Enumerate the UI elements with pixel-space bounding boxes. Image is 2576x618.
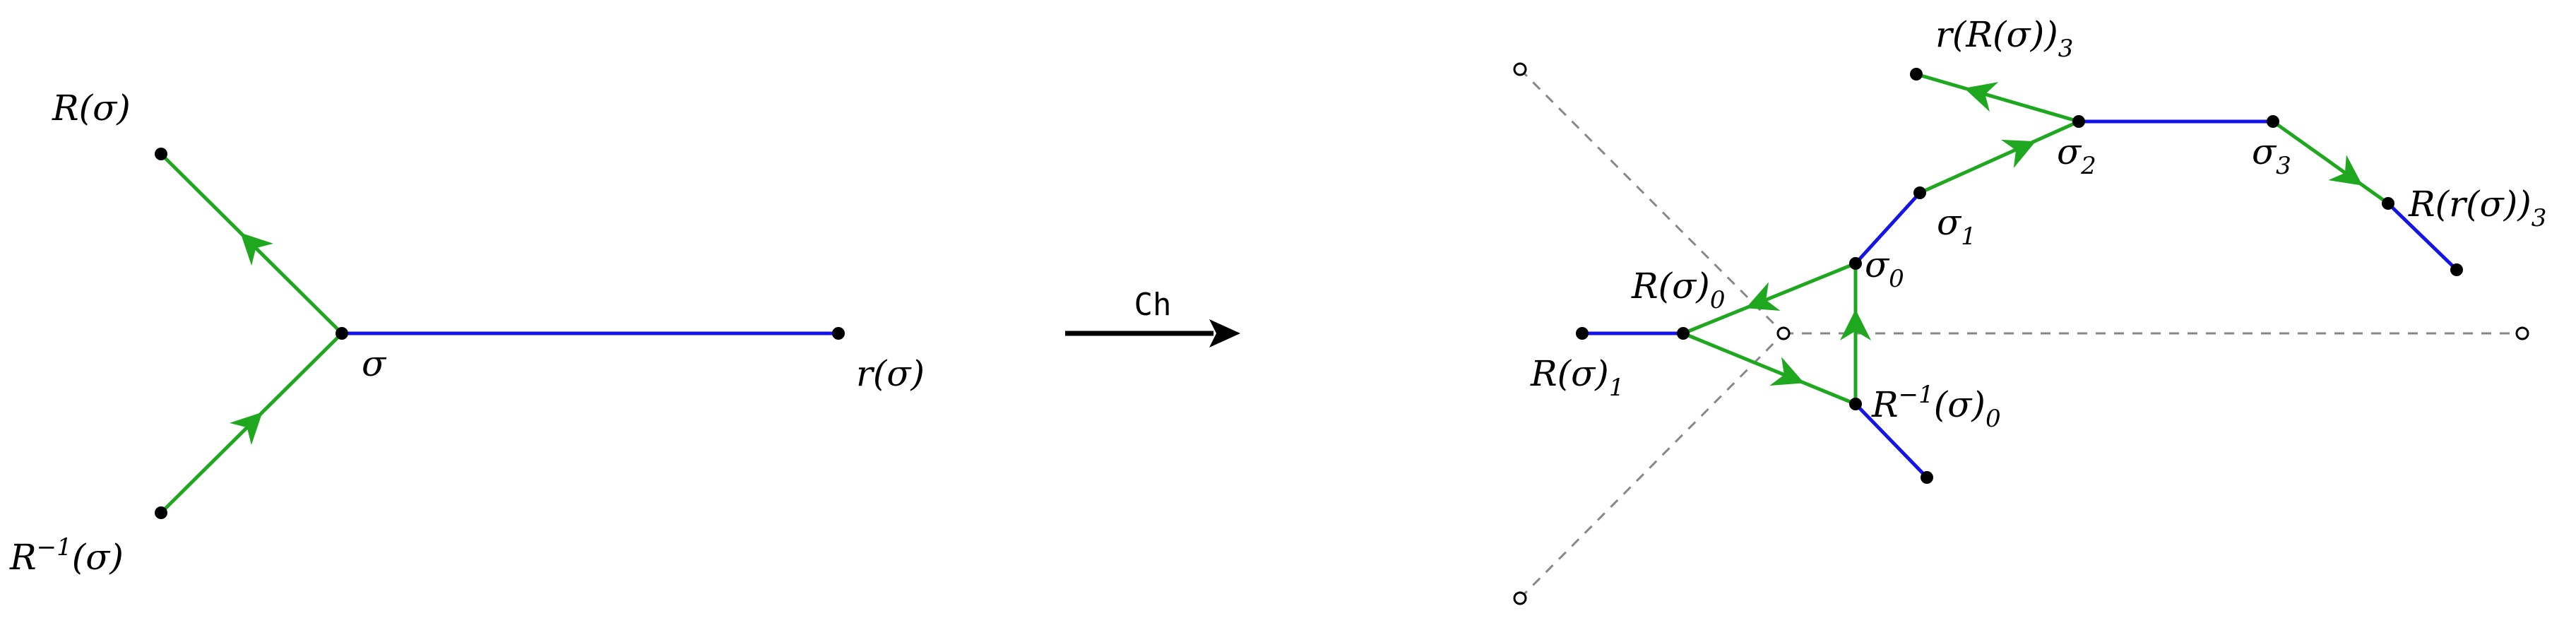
left-green-edge-upper — [160, 153, 343, 335]
label-sigma-3: σ3 — [2252, 131, 2291, 180]
vertex-R-sigma-0 — [1677, 327, 1690, 340]
green-edge-s2-rR3 — [1916, 72, 2079, 124]
left-vertex-sigma — [336, 327, 348, 340]
right-diagram: R(σ)0 R(σ)1 σ0 σ1 σ2 σ3 R−1(σ)0 r(R(σ))3… — [1513, 14, 2546, 605]
left-vertex-R-sigma — [155, 148, 167, 160]
vertex-Rr-tail — [2450, 263, 2463, 276]
green-edge-R0-Rinv0 — [1682, 331, 1856, 406]
left-label-r-sigma: r(σ) — [856, 353, 925, 394]
blue-edge-Rinv0-tail — [1854, 403, 1928, 479]
left-label-R-sigma: R(σ) — [52, 88, 131, 129]
vertex-sigma-2 — [2072, 115, 2085, 128]
left-diagram: σ r(σ) R(σ) R−1(σ) — [9, 88, 925, 578]
ch-arrow-head — [1209, 319, 1240, 347]
open-vertex-lower-left — [1513, 591, 1527, 605]
label-sigma-0: σ0 — [1865, 244, 1904, 293]
open-vertex-center — [1776, 326, 1791, 340]
left-label-sigma: σ — [362, 343, 387, 384]
vertex-sigma-3 — [2267, 115, 2279, 128]
label-rR-sigma-3: r(R(σ))3 — [1935, 14, 2073, 63]
ch-arrow-label: Ch — [1134, 287, 1172, 323]
left-green-edge-lower — [160, 332, 343, 514]
vertex-Rinv-sigma-0 — [1849, 398, 1862, 410]
left-vertex-r-sigma — [832, 327, 845, 340]
left-label-Rinv-sigma: R−1(σ) — [9, 533, 124, 578]
label-R-sigma-0: R(σ)0 — [1631, 266, 1725, 314]
green-edge-s1-s2 — [1918, 119, 2080, 195]
label-Rinv-sigma-0: R−1(σ)0 — [1871, 381, 2001, 433]
label-R-sigma-1: R(σ)1 — [1530, 353, 1624, 402]
left-vertex-Rinv-sigma — [155, 506, 167, 519]
vertex-R-sigma-1 — [1576, 327, 1589, 340]
vertex-sigma-0 — [1849, 257, 1862, 270]
label-sigma-2: σ2 — [2057, 131, 2096, 180]
open-vertex-right — [2515, 326, 2529, 340]
dashed-line-upper-left — [1519, 68, 1785, 335]
blue-edge-Rr3-tail — [2387, 202, 2458, 271]
label-Rr-sigma-3: R(r(σ))3 — [2408, 184, 2546, 232]
label-sigma-1: σ1 — [1937, 202, 1976, 251]
blue-edge-s0-s1 — [1854, 191, 1921, 265]
open-vertex-upper-left — [1513, 62, 1527, 76]
vertex-Rr-sigma-3 — [2382, 197, 2394, 210]
vertex-rR-sigma-3 — [1910, 68, 1923, 81]
ch-arrow: Ch — [1065, 287, 1240, 347]
dashed-line-lower-left — [1519, 332, 1785, 600]
vertex-Rinv-tail — [1921, 471, 1933, 484]
vertex-sigma-1 — [1913, 186, 1926, 199]
